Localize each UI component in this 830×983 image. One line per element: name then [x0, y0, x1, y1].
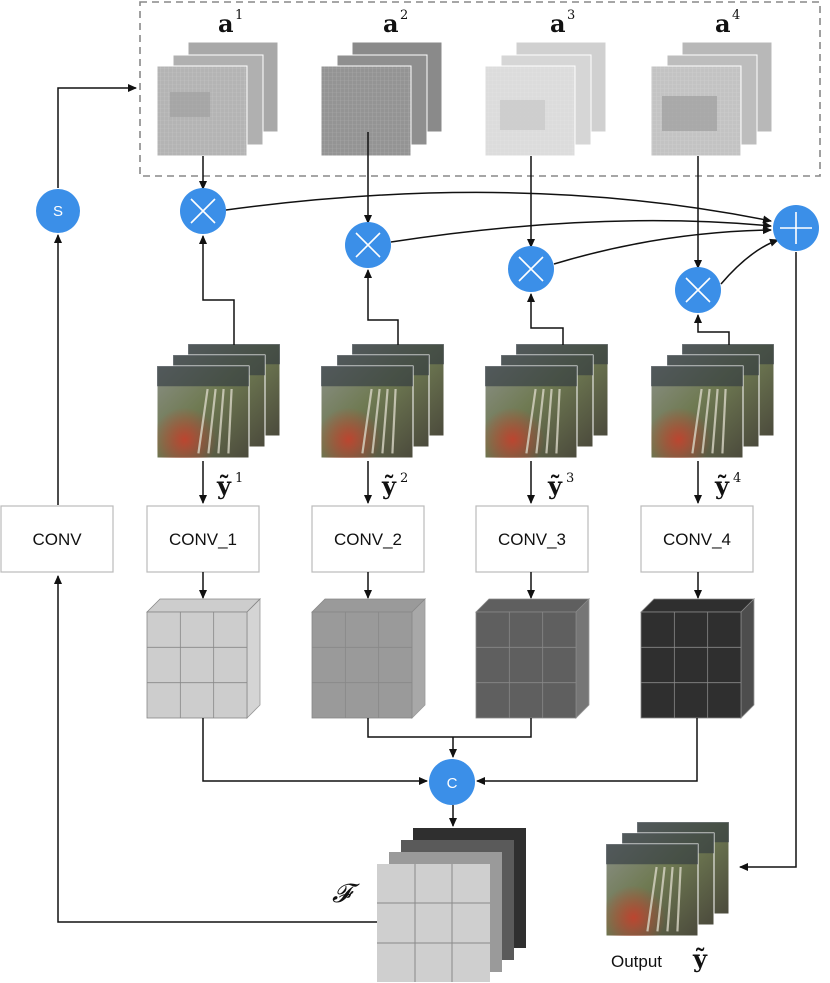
output-label-3-base: ỹ — [547, 471, 563, 500]
softmax-symbol: S — [53, 203, 63, 220]
attention-label-2-base: a — [383, 9, 399, 38]
concat-node: C — [429, 759, 475, 805]
output-symbol: ỹ — [692, 944, 708, 973]
sum-node — [773, 205, 819, 251]
multiply-node-2 — [345, 222, 391, 268]
intermediate-output-4 — [650, 343, 775, 459]
final-output-stack — [605, 821, 730, 937]
attention-label-3-base: a — [550, 9, 566, 38]
attention-label-1-sup: 1 — [235, 8, 243, 23]
output-text: Output — [611, 952, 662, 971]
multiply-icon — [518, 256, 544, 282]
feature-stack — [377, 828, 526, 982]
output-label-1-sup: 1 — [235, 471, 243, 486]
attention-map-3 — [484, 41, 607, 157]
multiply-node-1 — [180, 188, 226, 234]
multiply-node-4 — [675, 267, 721, 313]
attention-group-frame — [139, 1, 821, 177]
attention-label-2-sup: 2 — [400, 8, 408, 23]
attention-map-1 — [156, 41, 279, 157]
conv-main-label: CONV — [32, 530, 82, 549]
conv-4-label: CONV_4 — [663, 530, 731, 549]
softmax-node: S — [36, 189, 80, 233]
conv-1-box: CONV_1 — [146, 505, 260, 573]
attention-map-4 — [650, 41, 773, 157]
intermediate-output-1 — [156, 343, 281, 459]
attention-label-1-base: a — [218, 9, 234, 38]
attention-label-3-sup: 3 — [567, 8, 575, 23]
multiply-node-3 — [508, 246, 554, 292]
feature-cube-1 — [146, 598, 261, 719]
output-label-4-base: ỹ — [714, 471, 730, 500]
plus-icon — [780, 212, 812, 244]
multiply-icon — [355, 232, 381, 258]
multiply-icon — [190, 198, 216, 224]
attention-label-4-base: a — [715, 9, 731, 38]
output-label-2-base: ỹ — [381, 471, 397, 500]
conv-3-label: CONV_3 — [498, 530, 566, 549]
feature-cube-3 — [475, 598, 590, 719]
intermediate-output-3 — [484, 343, 609, 459]
conv-main-box: CONV — [0, 505, 114, 573]
concat-symbol: C — [447, 775, 458, 792]
intermediate-output-2 — [320, 343, 445, 459]
feature-symbol: 𝓕 — [332, 879, 360, 909]
output-label-4-sup: 4 — [733, 471, 741, 486]
attention-map-2 — [320, 41, 443, 157]
conv-3-box: CONV_3 — [475, 505, 589, 573]
output-label-1-base: ỹ — [216, 471, 232, 500]
attention-label-4-sup: 4 — [732, 8, 740, 23]
feature-cube-2 — [311, 598, 426, 719]
output-label-3-sup: 3 — [566, 471, 574, 486]
conv-4-box: CONV_4 — [640, 505, 754, 573]
output-label-2-sup: 2 — [400, 471, 408, 486]
conv-2-label: CONV_2 — [334, 530, 402, 549]
conv-2-box: CONV_2 — [311, 505, 425, 573]
conv-1-label: CONV_1 — [169, 530, 237, 549]
feature-cube-4 — [640, 598, 755, 719]
multiply-icon — [685, 277, 711, 303]
